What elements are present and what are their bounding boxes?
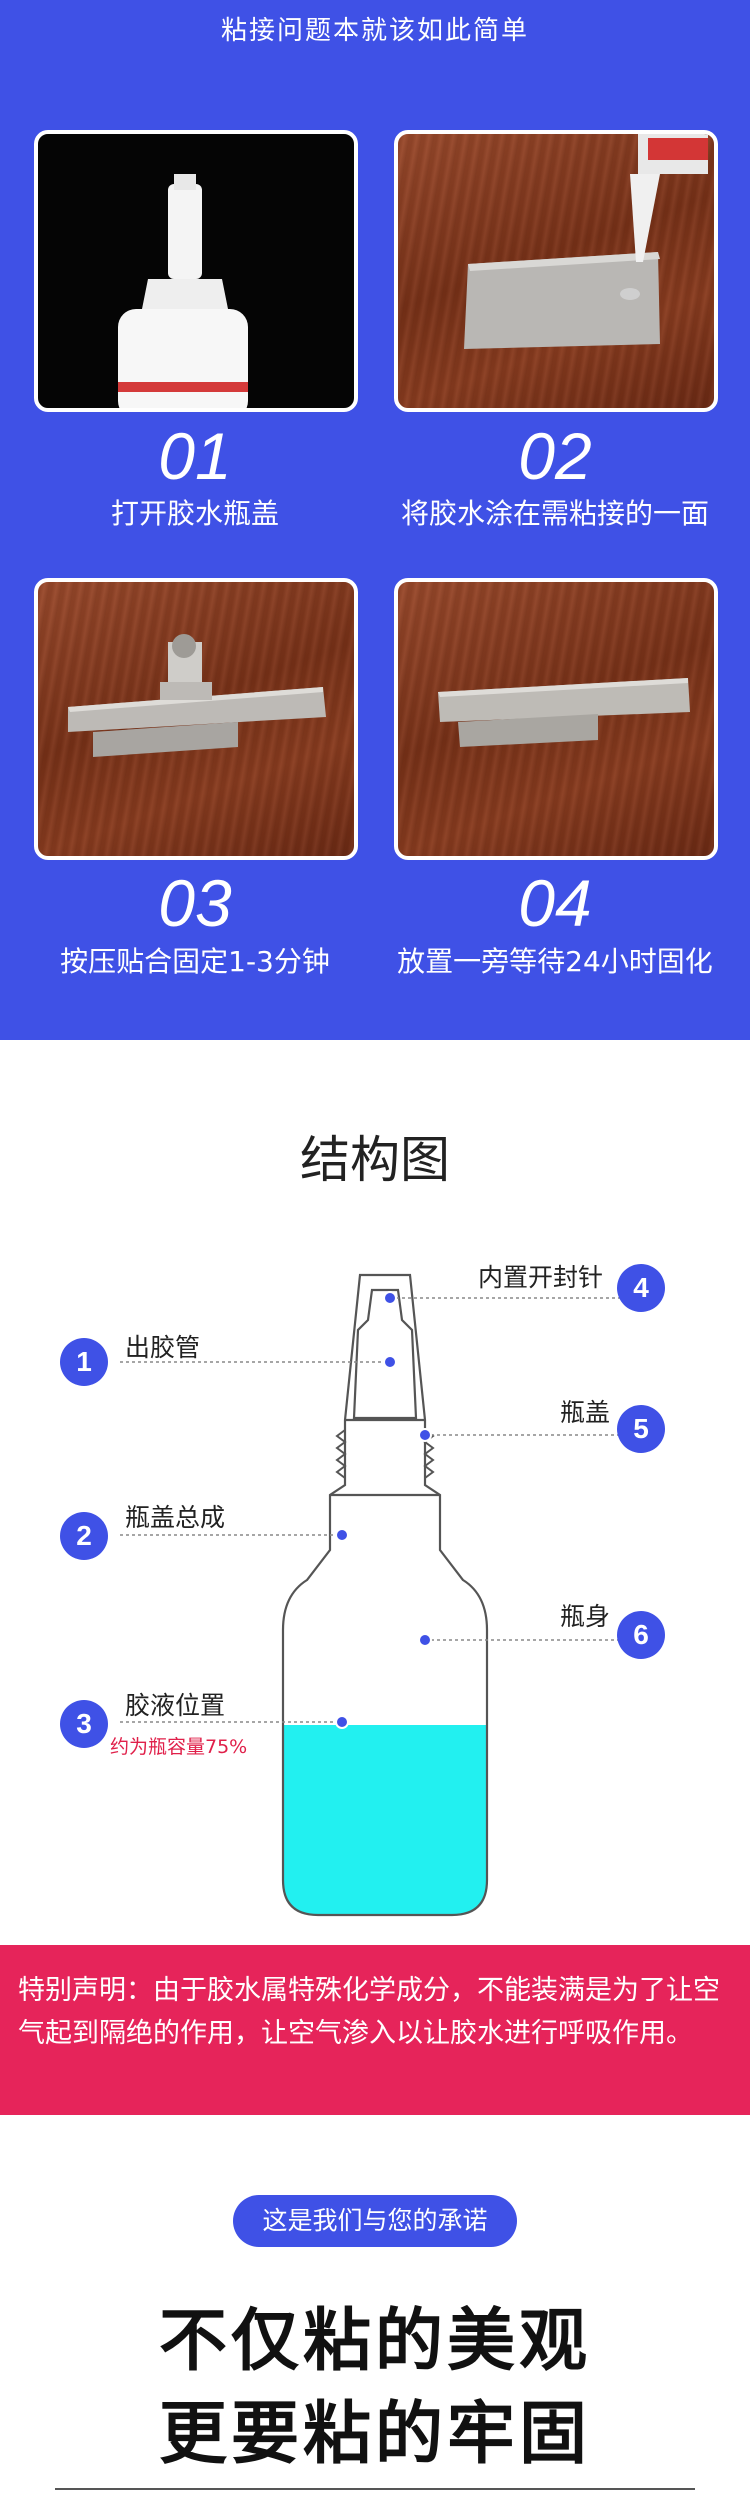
steps-title: 粘接问题本就该如此简单 (220, 16, 529, 46)
step-1-number: 01 (158, 419, 232, 493)
step-1-label: 打开胶水瓶盖 (110, 497, 279, 530)
step-3-photo (34, 578, 358, 860)
callout-2-badge: 2 (60, 1512, 108, 1560)
special-notice: 特别声明：由于胶水属特殊化学成分，不能装满是为了让空气起到隔绝的作用，让空气渗入… (0, 1945, 750, 2115)
steps-section: 粘接问题本就该如此简单 01 打开胶水瓶盖 02 将胶水涂在需粘接的一面 (0, 0, 750, 1040)
step-2-number: 02 (518, 419, 592, 493)
callout-5-badge: 5 (617, 1405, 665, 1453)
apply-glue-image (464, 134, 708, 349)
callout-6-badge: 6 (617, 1611, 665, 1659)
promise-pill: 这是我们与您的承诺 (233, 2195, 517, 2247)
callout-5-label: 瓶盖 (560, 1398, 611, 1427)
bottle-outline (281, 1273, 489, 1917)
promise-line-2: 更要粘的牢固 (158, 2395, 591, 2474)
promise-line-1: 不仅粘的美观 (158, 2302, 591, 2381)
callout-1-label: 出胶管 (125, 1333, 201, 1362)
step-4-label: 放置一旁等待24小时固化 (397, 945, 713, 978)
callout-3-label: 胶液位置 (125, 1691, 226, 1720)
bottom-divider (55, 2488, 695, 2490)
step-4-photo (394, 578, 718, 860)
leader-lines (120, 1297, 640, 1723)
callout-4-badge: 4 (617, 1264, 665, 1312)
leader-dots (335, 1291, 432, 1729)
curing-image (438, 678, 690, 747)
callout-6-label: 瓶身 (560, 1602, 611, 1631)
structure-title: 结构图 (300, 1131, 450, 1189)
callout-3-sublabel: 约为瓶容量75% (110, 1736, 248, 1758)
step-4-number: 04 (518, 866, 592, 940)
step-1-photo (34, 130, 358, 412)
press-clip-image (68, 634, 326, 757)
callout-1-badge: 1 (60, 1338, 108, 1386)
callout-3-badge: 3 (60, 1700, 108, 1748)
step-2-photo (394, 130, 718, 412)
callout-2-label: 瓶盖总成 (125, 1503, 226, 1532)
glue-bottle-image (118, 174, 248, 408)
callout-4-label: 内置开封针 (478, 1263, 604, 1292)
bottle-diagram (120, 1273, 640, 1917)
step-2-label: 将胶水涂在需粘接的一面 (400, 497, 709, 530)
step-3-label: 按压贴合固定1-3分钟 (60, 945, 330, 978)
glue-liquid (283, 1725, 487, 1915)
step-3-number: 03 (158, 866, 232, 940)
